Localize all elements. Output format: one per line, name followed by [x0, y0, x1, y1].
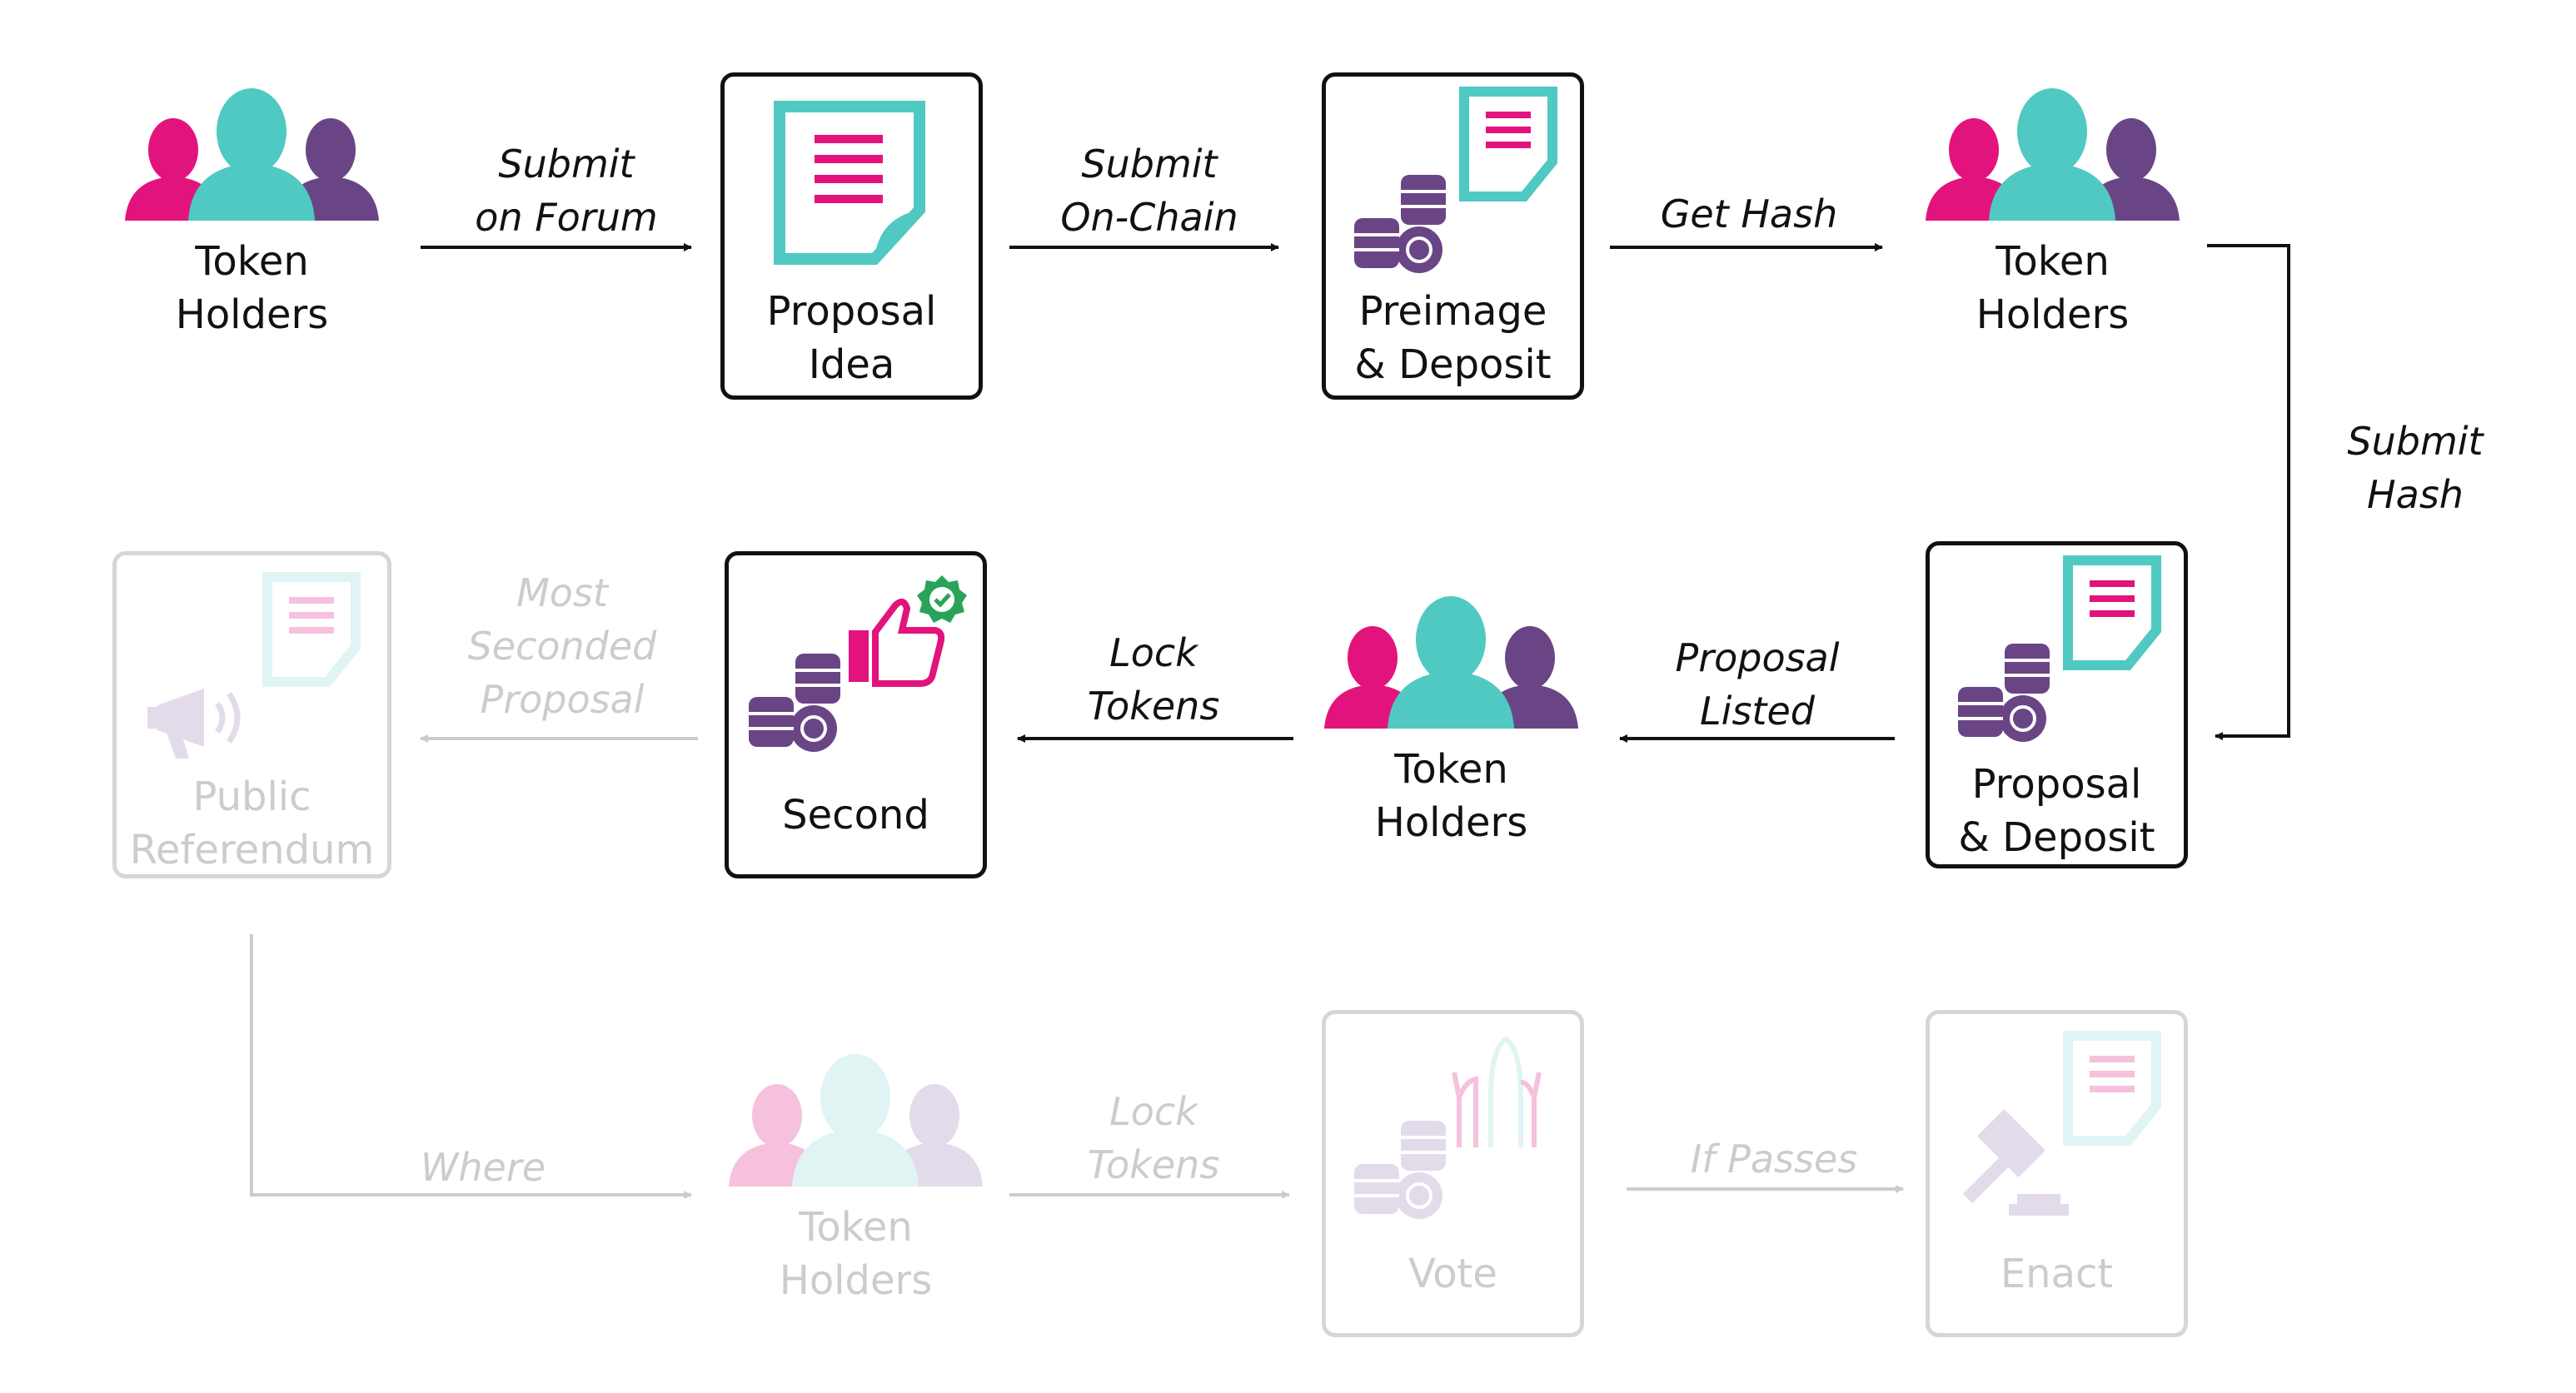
document-icon	[2063, 555, 2161, 670]
arrow-where	[250, 934, 692, 1199]
coins-icon	[1354, 1121, 1446, 1219]
node-second[interactable]: Second	[725, 551, 987, 878]
megaphone-icon	[147, 689, 241, 759]
document-icon	[2063, 1031, 2161, 1146]
edge-label-proposal-listed: Proposal Listed	[1675, 635, 1840, 734]
node-public-referendum[interactable]: Public Referendum	[112, 551, 391, 878]
node-preimage-deposit[interactable]: Preimage & Deposit	[1322, 72, 1584, 400]
node-label: Public Referendum	[129, 774, 375, 873]
node-vote[interactable]: Vote	[1322, 1010, 1584, 1337]
people-icon	[729, 1054, 983, 1187]
edge-label-submit-hash: Submit Hash	[2347, 419, 2484, 517]
people-icon	[125, 88, 379, 221]
node-label: Proposal Idea	[766, 288, 937, 388]
people-icon	[1926, 88, 2180, 221]
arrow-submit-hash	[2207, 244, 2290, 740]
edge-label-get-hash: Get Hash	[1660, 192, 1838, 236]
gavel-icon	[1962, 1108, 2069, 1216]
node-token-holders-4: Token Holders	[729, 1049, 983, 1316]
node-proposal-idea[interactable]: Proposal Idea	[720, 72, 983, 400]
edge-label-where: Where	[420, 1145, 546, 1190]
node-label: Token Holders	[1374, 746, 1528, 846]
thumbs-up-icon	[849, 598, 945, 687]
node-token-holders-3: Token Holders	[1324, 591, 1578, 858]
node-proposal-deposit[interactable]: Proposal & Deposit	[1926, 541, 2188, 868]
raised-hands-icon	[1452, 1036, 1542, 1147]
node-label: Token Holders	[175, 238, 329, 338]
node-token-holders-1: Token Holders	[125, 83, 379, 350]
node-label: Token Holders	[1976, 238, 2130, 338]
node-enact[interactable]: Enact	[1926, 1010, 2188, 1337]
check-badge-icon	[917, 575, 967, 623]
edge-label-lock-tokens-1: Lock Tokens	[1087, 630, 1220, 729]
edge-label-lock-tokens-2: Lock Tokens	[1087, 1089, 1220, 1187]
document-icon	[774, 101, 925, 265]
node-label: Enact	[2000, 1251, 2114, 1297]
node-label: Preimage & Deposit	[1354, 288, 1552, 388]
document-icon	[1459, 87, 1557, 201]
node-token-holders-2: Token Holders	[1926, 83, 2180, 350]
people-icon	[1324, 596, 1578, 729]
node-label: Vote	[1408, 1251, 1497, 1297]
coins-icon	[749, 654, 840, 752]
node-label: Token Holders	[779, 1204, 933, 1304]
coins-icon	[1354, 175, 1446, 273]
edge-label-most-seconded-proposal: Most Seconded Proposal	[467, 570, 657, 722]
edge-label-submit-on-chain: Submit On-Chain	[1060, 142, 1238, 240]
node-label: Second	[782, 792, 929, 838]
edge-label-submit-on-forum: Submit on Forum	[475, 142, 658, 240]
edge-label-if-passes: If Passes	[1690, 1137, 1858, 1182]
coins-icon	[1958, 644, 2050, 742]
document-icon	[262, 572, 361, 687]
node-label: Proposal & Deposit	[1958, 761, 2155, 861]
